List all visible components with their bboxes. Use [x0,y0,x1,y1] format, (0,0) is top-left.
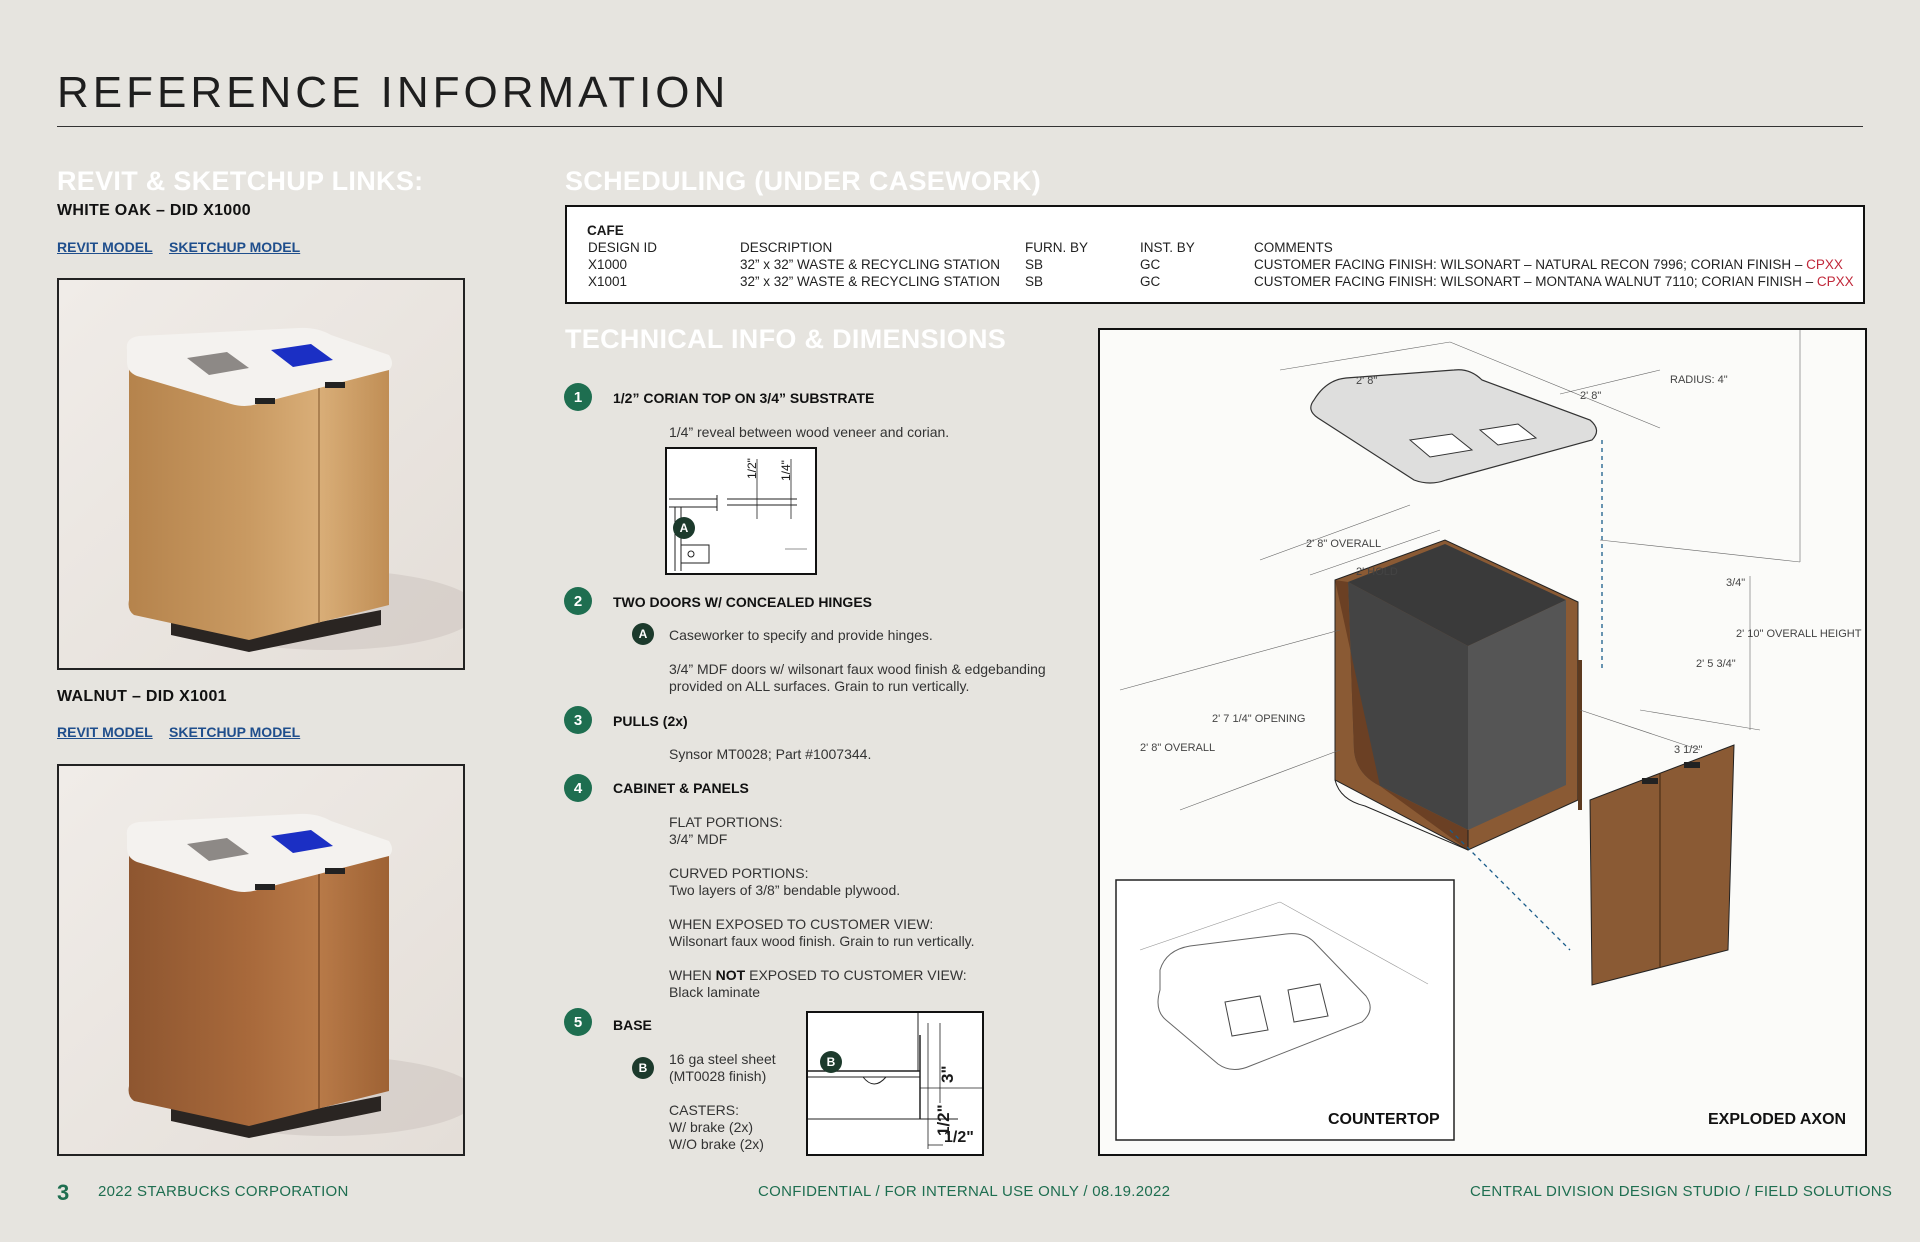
footer-corp: 2022 STARBUCKS CORPORATION [98,1183,349,1200]
casters-brake: W/ brake (2x) [669,1119,754,1135]
base-detail-drawing: B 3" 1/2" 1/2" [806,1011,984,1156]
design-id: X1000 [588,257,628,272]
flat-heading: FLAT PORTIONS: [669,814,783,830]
comments: CUSTOMER FACING FINISH: WILSONART – MONT… [1253,273,1855,290]
footer-confidential: CONFIDENTIAL / FOR INTERNAL USE ONLY / 0… [758,1183,1171,1200]
step-3-title: PULLS (2x) [613,713,688,729]
exposed-value: Wilsonart faux wood finish. Grain to run… [669,933,975,949]
dim-top-width: 2' 8" [1356,375,1378,387]
step-1-title: 1/2” CORIAN TOP ON 3/4” SUBSTRATE [613,390,875,406]
column-header: FURN. BY [1025,240,1089,255]
dim-top-depth: 2' 8" [1580,390,1602,402]
title-divider [57,126,1863,127]
comment-text: CUSTOMER FACING FINISH: WILSONART – MONT… [1254,274,1817,289]
step-1-badge: 1 [564,383,592,411]
step-2-badge: 2 [564,587,592,615]
finish-code: CPXX [1806,257,1843,272]
dim-overall-height: 2' 10" OVERALL HEIGHT [1736,628,1862,640]
dim-half-horizontal-label: 1/2" [944,1129,974,1146]
comments: CUSTOMER FACING FINISH: WILSONART – NATU… [1253,256,1855,273]
dim-door-gap: 3 1/2" [1674,744,1703,756]
step-3-note: Synsor MT0028; Part #1007344. [669,746,872,762]
finish-code: CPXX [1816,274,1854,289]
revit-model-link[interactable]: REVIT MODEL [57,239,153,255]
schedule-table-box: CAFE DESIGN ID DESCRIPTION FURN. BY INST… [565,205,1865,304]
dim-overall-width: 2' 8" OVERALL [1306,538,1382,550]
steel-line2: (MT0028 finish) [669,1068,767,1084]
step-3-badge: 3 [564,706,592,734]
inst-by: GC [1140,257,1161,272]
dim-opening: 2' 7 1/4" OPENING [1212,713,1306,725]
not-exposed-value: Black laminate [669,984,761,1000]
flat-value: 3/4” MDF [669,831,728,847]
furn-by: SB [1025,274,1044,289]
product-name-walnut: WALNUT – DID X1001 [57,688,227,705]
countertop-label: COUNTERTOP [1328,1111,1440,1128]
comment-text: CUSTOMER FACING FINISH: WILSONART – NATU… [1254,257,1807,272]
description: 32” x 32” WASTE & RECYCLING STATION [740,274,1001,289]
step-2-note-line2: provided on ALL surfaces. Grain to run v… [669,678,970,694]
schedule-group: CAFE [587,223,624,238]
step-2-note: Caseworker to specify and provide hinges… [669,627,933,643]
casters-no-brake: W/O brake (2x) [669,1136,764,1152]
white-oak-render [57,278,465,670]
sketchup-model-link[interactable]: SKETCHUP MODEL [169,239,301,255]
base-detail-marker: B [820,1051,842,1073]
column-header: COMMENTS [1254,240,1333,255]
step-2-note-line1: 3/4” MDF doors w/ wilsonart faux wood fi… [669,661,1046,677]
step-4-title: CABINET & PANELS [613,780,749,796]
revit-model-link[interactable]: REVIT MODEL [57,724,153,740]
dim-inner-height: 2' 5 3/4" [1696,658,1736,670]
steel-line1: 16 ga steel sheet [669,1051,776,1067]
product-name-white-oak: WHITE OAK – DID X1000 [57,202,251,219]
design-id: X1001 [588,274,628,289]
step-2-title: TWO DOORS W/ CONCEALED HINGES [613,594,872,610]
links-heading: REVIT & SKETCHUP LINKS: [57,166,424,196]
page-number: 3 [57,1180,70,1205]
column-header: DESCRIPTION [740,240,833,255]
dim-quarter: 3/4" [1726,577,1746,589]
corian-detail-drawing: 1/2" 1/4" A [665,447,817,575]
dim-overall-depth: 2' 8" OVERALL [1140,742,1216,754]
footer-studio: CENTRAL DIVISION DESIGN STUDIO / FIELD S… [1470,1183,1893,1200]
description: 32” x 32” WASTE & RECYCLING STATION [740,257,1001,272]
detail-marker-a: A [673,517,695,539]
curved-heading: CURVED PORTIONS: [669,865,809,881]
dim-half-label: 1/2" [745,458,759,479]
casters-heading: CASTERS: [669,1102,740,1118]
step-5-badge: 5 [564,1008,592,1036]
step-2-marker: A [632,623,654,645]
dim-radius: RADIUS: 4" [1670,374,1728,386]
walnut-render [57,764,465,1156]
page-title: REFERENCE INFORMATION [57,68,730,117]
table-row: X1001 32” x 32” WASTE & RECYCLING STATIO… [587,273,1855,290]
exposed-heading: WHEN EXPOSED TO CUSTOMER VIEW: [669,916,934,932]
table-row: X1000 32” x 32” WASTE & RECYCLING STATIO… [587,256,1855,273]
exploded-axon-drawing: 2' 8" 2' 8" RADIUS: 4" 2' 8" OVERALL 2' … [1098,328,1867,1156]
column-header: DESIGN ID [588,240,658,255]
step-1-note: 1/4” reveal between wood veneer and cori… [669,424,950,440]
dim-3-label: 3" [938,1065,957,1083]
dim-hold: 2' HOLD [1356,566,1398,578]
column-header: INST. BY [1140,240,1195,255]
furn-by: SB [1025,257,1044,272]
sketchup-model-link[interactable]: SKETCHUP MODEL [169,724,301,740]
schedule-table: DESIGN ID DESCRIPTION FURN. BY INST. BY … [587,239,1855,290]
dim-quarter-label: 1/4" [779,460,793,481]
exploded-axon-label: EXPLODED AXON [1708,1111,1847,1128]
step-5-title: BASE [613,1017,652,1033]
curved-value: Two layers of 3/8” bendable plywood. [669,882,901,898]
table-header-row: DESIGN ID DESCRIPTION FURN. BY INST. BY … [587,239,1855,256]
step-4-badge: 4 [564,774,592,802]
not-exposed-heading: WHEN NOT EXPOSED TO CUSTOMER VIEW: [669,967,967,983]
step-5-marker: B [632,1057,654,1079]
technical-heading: TECHNICAL INFO & DIMENSIONS [565,324,1007,354]
inst-by: GC [1140,274,1161,289]
scheduling-heading: SCHEDULING (UNDER CASEWORK) [565,166,1042,196]
